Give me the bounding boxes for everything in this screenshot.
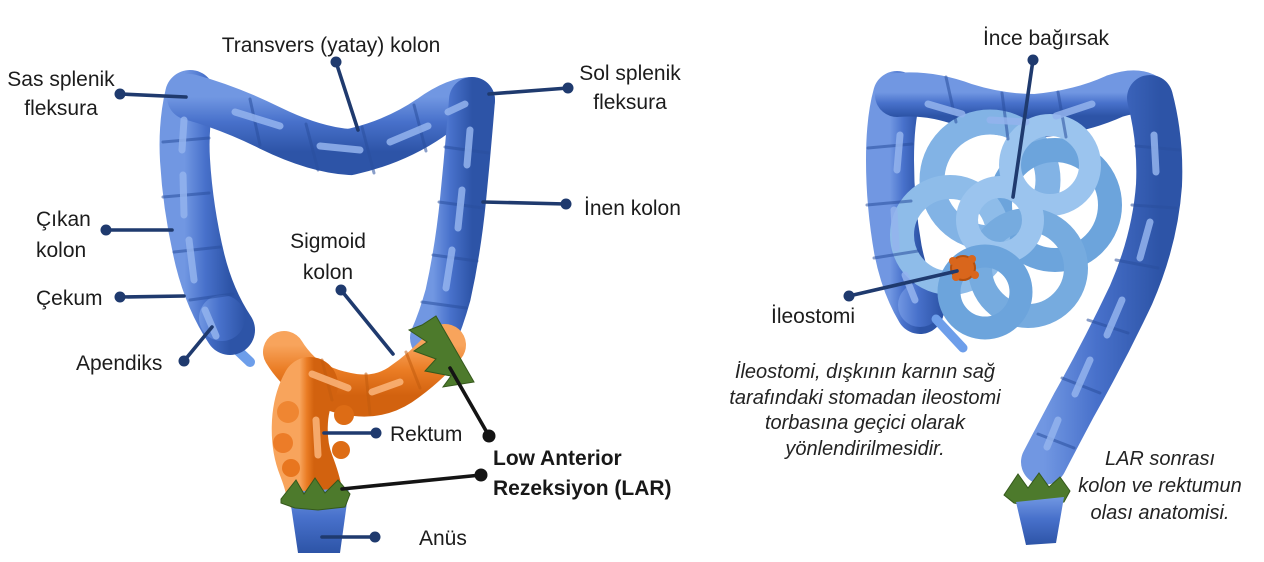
right-colon-diagram xyxy=(865,70,1183,545)
leader-dot-black xyxy=(482,429,496,443)
leader-dots xyxy=(100,54,1039,543)
label-rectum: Rektum xyxy=(390,423,463,446)
leader-dot xyxy=(1027,54,1039,66)
label-ileostomy: İleostomi xyxy=(771,305,856,328)
label-transverse-colon: Transvers (yatay) kolon xyxy=(221,34,441,57)
leader-dot xyxy=(369,531,381,543)
leader-transverse xyxy=(334,60,360,132)
leader-dot xyxy=(562,82,574,94)
leader-left-flexure xyxy=(487,86,570,96)
right-highlight-ridges xyxy=(890,100,1160,451)
right-anus-shape xyxy=(1016,497,1064,545)
note-ileostomy-description: İleostomi, dışkının karnın sağ tarafında… xyxy=(729,361,1001,460)
label-descending-colon: İnen kolon xyxy=(584,197,681,220)
ileostomy-stoma xyxy=(949,255,979,281)
right-descending-colon-shape xyxy=(1021,75,1183,485)
rectum-bump xyxy=(334,405,354,425)
leader-dot xyxy=(178,355,190,367)
leader-dot xyxy=(843,290,855,302)
leader-dot xyxy=(114,291,126,303)
resection-line-lower xyxy=(280,477,351,511)
label-right-splenic-flexure: Sas splenik fleksura xyxy=(7,68,115,120)
sigmoid-highlights xyxy=(308,370,404,459)
leader-dot xyxy=(370,427,382,439)
leader-appendix xyxy=(182,325,214,363)
rectum-bump xyxy=(273,433,293,453)
leader-sigmoid xyxy=(339,288,395,356)
leader-dot xyxy=(335,284,347,296)
rectum-bump xyxy=(277,401,299,423)
label-low-anterior-resection: Low Anterior Rezeksiyon (LAR) xyxy=(493,447,672,500)
label-small-intestine: İnce bağırsak xyxy=(982,27,1110,50)
rectum-bump xyxy=(282,459,300,477)
leader-dot xyxy=(100,224,112,236)
leader-lar-upper xyxy=(448,366,491,438)
label-sigmoid-colon: Sigmoid kolon xyxy=(290,230,366,284)
leader-right-flexure xyxy=(118,92,188,99)
leader-dot xyxy=(114,88,126,100)
leader-dot-black xyxy=(474,468,488,482)
label-ascending-colon: Çıkan kolon xyxy=(36,208,91,262)
leader-ileostomy xyxy=(847,269,959,298)
leader-small-intestine xyxy=(1011,58,1035,199)
leader-lar-lower xyxy=(340,473,483,491)
rectum-shape xyxy=(271,357,342,520)
note-lar-outcome: LAR sonrası kolon ve rektumun olası anat… xyxy=(1078,448,1242,524)
label-anus: Anüs xyxy=(419,527,467,550)
leader-cecum xyxy=(118,294,186,299)
label-appendix: Apendiks xyxy=(76,352,163,375)
lar-leader-lines xyxy=(340,366,491,491)
lar-leader-dots xyxy=(474,429,496,482)
leader-lines xyxy=(104,58,1035,539)
highlight-ridges xyxy=(178,100,474,340)
leader-dot xyxy=(560,198,572,210)
label-left-splenic-flexure: Sol splenik fleksura xyxy=(579,62,681,114)
left-colon-diagram xyxy=(159,70,495,553)
leader-descending xyxy=(481,200,568,206)
right-transverse-colon-shape xyxy=(875,70,1172,139)
label-cecum: Çekum xyxy=(36,287,103,310)
leader-dot xyxy=(330,56,342,68)
rectum-bump xyxy=(332,441,350,459)
stoma-tube-shape xyxy=(931,314,968,353)
resection-line-upper xyxy=(407,315,475,388)
